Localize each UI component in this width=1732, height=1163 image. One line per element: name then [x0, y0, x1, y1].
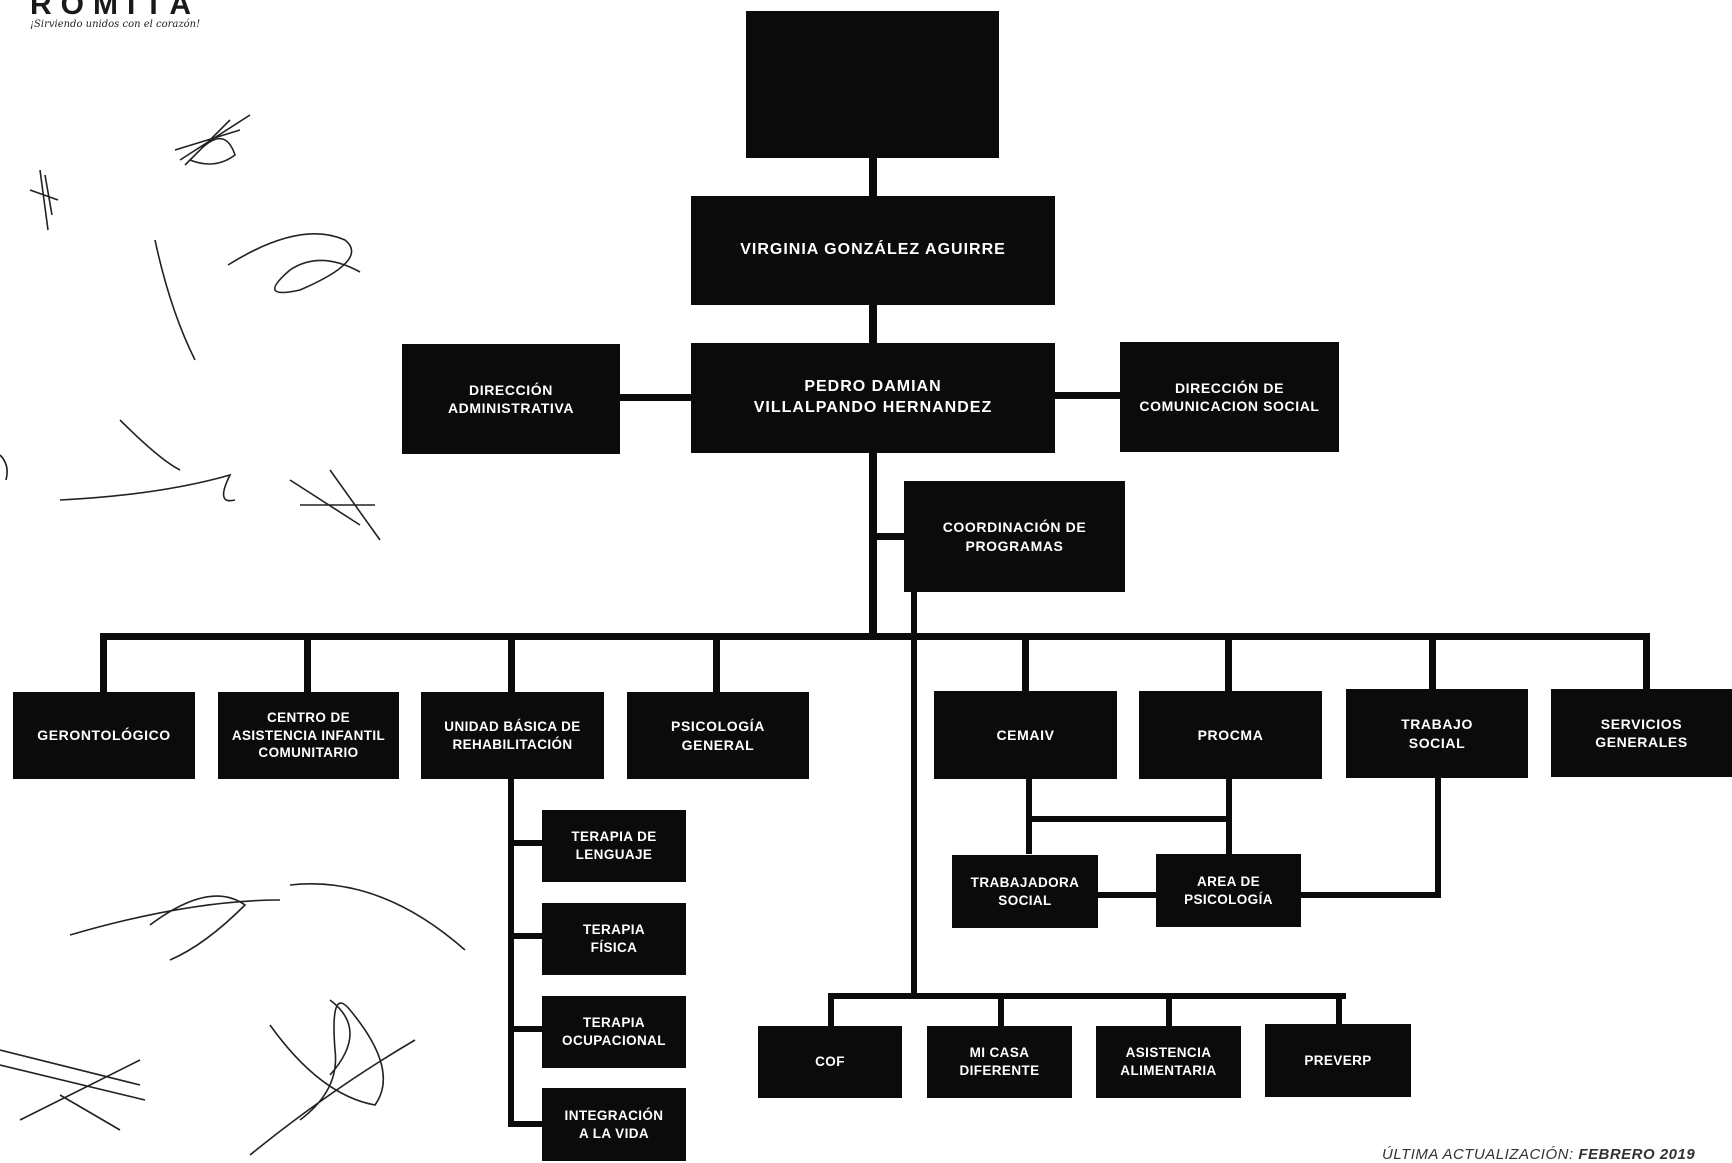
- org-box-terapia-fisica: TERAPIA FÍSICA: [542, 903, 686, 975]
- org-box-label: TERAPIA DE LENGUAJE: [571, 829, 657, 862]
- org-box-integracion: INTEGRACIÓN A LA VIDA: [542, 1088, 686, 1161]
- org-box-label: UNIDAD BÁSICA DE REHABILITACIÓN: [444, 718, 581, 752]
- org-box-procma: PROCMA: [1139, 691, 1322, 779]
- org-box-label: COF: [815, 1054, 845, 1070]
- org-box-label: CEMAIV: [996, 726, 1055, 743]
- org-top-box: [746, 11, 999, 158]
- connector: [1096, 892, 1158, 898]
- org-box-geronto: GERONTOLÓGICO: [13, 692, 195, 779]
- org-box-label: COORDINACIÓN DE PROGRAMAS: [942, 519, 1087, 554]
- org-box-label: MI CASA DIFERENTE: [959, 1045, 1040, 1078]
- connector: [911, 590, 917, 997]
- org-box-label: CENTRO DE ASISTENCIA INFANTIL COMUNITARI…: [231, 710, 386, 761]
- org-box-servicios: SERVICIOS GENERALES: [1551, 689, 1732, 777]
- connector: [508, 1026, 544, 1032]
- connector: [1026, 816, 1232, 822]
- connector: [508, 633, 515, 694]
- org-box-label: TERAPIA FÍSICA: [582, 922, 646, 955]
- org-box-mi-casa: MI CASA DIFERENTE: [927, 1026, 1072, 1098]
- connector: [869, 157, 877, 197]
- connector: [1298, 892, 1441, 898]
- org-box-caic: CENTRO DE ASISTENCIA INFANTIL COMUNITARI…: [218, 692, 399, 779]
- org-box-label: DIRECCIÓN DE COMUNICACION SOCIAL: [1139, 379, 1320, 414]
- connector: [1054, 392, 1122, 399]
- org-box-trabajo-social: TRABAJO SOCIAL: [1346, 689, 1528, 778]
- connector: [100, 633, 1650, 640]
- org-box-label: PROCMA: [1197, 726, 1264, 743]
- connector: [304, 633, 311, 694]
- connector: [1166, 993, 1172, 1029]
- logo-tagline: ¡Sirviendo unidos con el corazón!: [30, 19, 201, 30]
- connector: [1429, 633, 1436, 694]
- connector: [508, 778, 514, 1127]
- connector: [869, 304, 877, 344]
- connector: [508, 933, 544, 939]
- org-box-label: PEDRO DAMIAN VILLALPANDO HERNANDEZ: [753, 378, 993, 416]
- org-box-label: DIRECCIÓN ADMINISTRATIVA: [447, 381, 575, 416]
- connector: [869, 452, 877, 637]
- connector: [1435, 775, 1441, 898]
- org-box-label: SERVICIOS GENERALES: [1595, 715, 1688, 750]
- org-box-label: TRABAJADORA SOCIAL: [970, 874, 1080, 908]
- org-box-ubr: UNIDAD BÁSICA DE REHABILITACIÓN: [421, 692, 604, 779]
- connector: [618, 394, 693, 401]
- connector: [508, 840, 544, 846]
- connector: [1226, 777, 1232, 854]
- org-box-terapia-lenguaje: TERAPIA DE LENGUAJE: [542, 810, 686, 882]
- org-box-cemaiv: CEMAIV: [934, 691, 1117, 779]
- connector: [1336, 993, 1342, 1029]
- connector: [508, 1121, 544, 1127]
- connector: [1026, 777, 1032, 854]
- connector: [869, 533, 906, 540]
- org-box-label: GERONTOLÓGICO: [37, 727, 171, 744]
- org-box-label: TERAPIA OCUPACIONAL: [562, 1015, 666, 1048]
- connector: [828, 993, 834, 1029]
- org-box-terapia-ocupacional: TERAPIA OCUPACIONAL: [542, 996, 686, 1068]
- last-update-label: ÚLTIMA ACTUALIZACIÓN:: [1382, 1146, 1574, 1163]
- org-box-preverp: PREVERP: [1265, 1024, 1411, 1097]
- connector: [998, 993, 1004, 1029]
- org-box-label: ASISTENCIA ALIMENTARIA: [1120, 1045, 1217, 1078]
- org-box-cof: COF: [758, 1026, 902, 1098]
- connector: [100, 633, 107, 694]
- org-box-virginia: VIRGINIA GONZÁLEZ AGUIRRE: [691, 196, 1055, 305]
- connector: [1022, 633, 1029, 694]
- org-box-label: INTEGRACIÓN A LA VIDA: [564, 1107, 664, 1141]
- org-box-label: VIRGINIA GONZÁLEZ AGUIRRE: [740, 241, 1006, 259]
- org-box-label: AREA DE PSICOLOGÍA: [1184, 873, 1273, 907]
- org-box-area-psico: AREA DE PSICOLOGÍA: [1156, 854, 1301, 927]
- org-box-trabajadora-social: TRABAJADORA SOCIAL: [952, 855, 1098, 928]
- logo-text: ROMITA: [30, 0, 201, 21]
- connector: [828, 993, 1346, 999]
- org-box-dir-com: DIRECCIÓN DE COMUNICACION SOCIAL: [1120, 342, 1339, 452]
- org-box-coord: COORDINACIÓN DE PROGRAMAS: [904, 481, 1125, 592]
- connector: [1225, 633, 1232, 694]
- org-box-label: TRABAJO SOCIAL: [1401, 716, 1473, 751]
- connector: [1643, 633, 1650, 691]
- org-box-psico-gen: PSICOLOGÍA GENERAL: [627, 692, 809, 779]
- last-update-footer: ÚLTIMA ACTUALIZACIÓN: FEBRERO 2019: [1382, 1146, 1695, 1163]
- org-box-dir-admin: DIRECCIÓN ADMINISTRATIVA: [402, 344, 620, 454]
- org-box-label: PREVERP: [1304, 1052, 1372, 1068]
- org-box-asistencia: ASISTENCIA ALIMENTARIA: [1096, 1026, 1241, 1098]
- org-box-pedro: PEDRO DAMIAN VILLALPANDO HERNANDEZ: [691, 343, 1055, 453]
- connector: [713, 633, 720, 694]
- org-box-label: PSICOLOGÍA GENERAL: [671, 718, 765, 753]
- last-update-value: FEBRERO 2019: [1578, 1146, 1696, 1163]
